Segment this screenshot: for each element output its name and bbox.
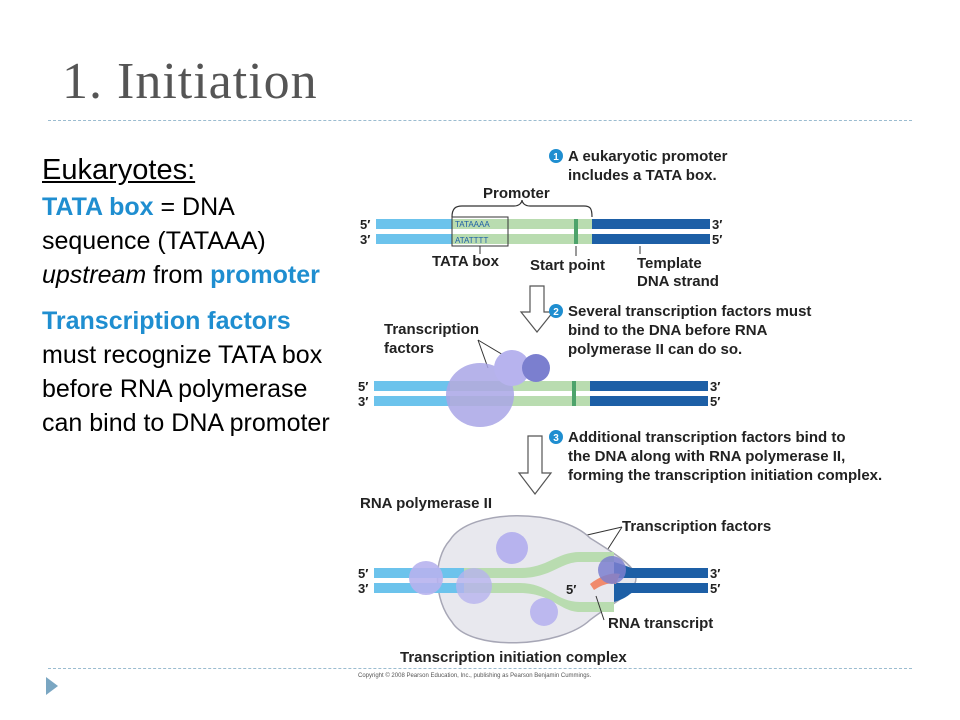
dna1-3prime-bottom: 3′ (360, 232, 370, 247)
dna3-3prime-bottom: 3′ (358, 581, 368, 596)
dna1-5prime-bottom: 5′ (712, 232, 722, 247)
step-arrow-2 (517, 435, 553, 495)
term-promoter: promoter (210, 261, 320, 289)
heading-eukaryotes: Eukaryotes: (42, 154, 196, 186)
promoter-label: Promoter (483, 185, 550, 202)
term-transcription-factors: Transcription factors (42, 307, 291, 335)
dna2-bottom-right (590, 396, 708, 406)
tf-pointer-a (477, 339, 489, 369)
dna1-top-promoter (452, 219, 592, 229)
dna1-3prime-top: 3′ (712, 217, 722, 232)
tf-big-blob (446, 363, 514, 427)
title-divider (48, 120, 912, 121)
dna3-bottom-right (614, 583, 708, 593)
dna2-3prime-bottom: 3′ (358, 394, 368, 409)
paragraph-tata-box: TATA box = DNA sequence (TATAAA) upstrea… (42, 190, 342, 292)
promoter-bracket (451, 199, 593, 218)
dna1-5prime-top: 5′ (360, 217, 370, 232)
text-from: from (146, 261, 211, 289)
tf-label-1: Transcription (384, 321, 479, 338)
template-label-1: Template (637, 255, 702, 272)
dna2-5prime-top: 5′ (358, 379, 368, 394)
copyright-notice: Copyright © 2008 Pearson Education, Inc.… (358, 672, 592, 679)
step-arrow-1 (519, 285, 555, 333)
dna3-5prime-top: 5′ (358, 566, 368, 581)
dna2-top-right (590, 381, 708, 391)
text-must-recognize: must recognize TATA box before RNA polym… (42, 341, 330, 437)
text-dna-sequence: = DNA sequence (TATAAA) (42, 193, 266, 255)
complex-blob-top (496, 532, 528, 564)
step3-number-badge (549, 430, 563, 444)
step3-line3: forming the transcription initiation com… (568, 467, 882, 484)
rna-transcript-label: RNA transcript (608, 615, 713, 632)
tf-complex-label: Transcription factors (622, 518, 771, 535)
dna1-bottom-promoter (452, 234, 592, 244)
tata-top-sequence: TATAAAA (455, 220, 490, 229)
dna3-5prime-bottom: 5′ (710, 581, 720, 596)
complex-blob-center (456, 568, 492, 604)
tf-small-blob (494, 350, 530, 386)
dna3-bottom-unwound (464, 583, 614, 612)
paragraph-transcription-factors: Transcription factors must recognize TAT… (42, 304, 342, 440)
step2-line2: bind to the DNA before RNA (568, 322, 768, 339)
dna2-bottom-left (374, 396, 450, 406)
dna1-top-right (592, 219, 710, 229)
rna-5prime-label: 5′ (566, 582, 576, 597)
term-tata-box: TATA box (42, 193, 154, 221)
slide-bullet-marker (46, 677, 58, 695)
step2-line3: polymerase II can do so. (568, 341, 742, 358)
step3-line1: Additional transcription factors bind to (568, 429, 846, 446)
dna2-top-promoter (450, 381, 590, 391)
start-point-mark (574, 219, 578, 244)
step3-line2: the DNA along with RNA polymerase II, (568, 448, 845, 465)
text-upstream: upstream (42, 261, 147, 289)
step1-number: 1 (553, 152, 559, 163)
complex-blob-right (598, 556, 626, 584)
bullet-text: Eukaryotes: TATA box = DNA sequence (TAT… (42, 152, 342, 440)
step3-number: 3 (553, 433, 559, 444)
step1-line1: A eukaryotic promoter (568, 148, 728, 165)
dna2-bottom-promoter (450, 396, 590, 406)
tata-box-label: TATA box (432, 253, 500, 270)
dna2-5prime-bottom: 5′ (710, 394, 720, 409)
tf-label-2: factors (384, 340, 434, 357)
tf-complex-pointer-b (605, 526, 623, 553)
dna2-3prime-top: 3′ (710, 379, 720, 394)
dna1-bottom-right (592, 234, 710, 244)
dna2-start-mark (572, 381, 576, 406)
dna3-top-right (614, 568, 708, 578)
step2-number: 2 (553, 307, 559, 318)
rna-transcript-pointer (595, 595, 605, 621)
template-label-2: DNA strand (637, 273, 719, 290)
complex-blob-left (409, 561, 443, 595)
complex-blob-bottom (530, 598, 558, 626)
dna1-top-left (376, 219, 452, 229)
tf-dark-blob (522, 354, 550, 382)
dna3-top-unwound (464, 552, 614, 578)
footer-divider (48, 668, 912, 669)
step2-number-badge (549, 304, 563, 318)
dna1-bottom-left (376, 234, 452, 244)
slide-title: 1. Initiation (62, 53, 318, 110)
step1-number-badge (549, 149, 563, 163)
tata-bottom-sequence: ATATTTT (455, 236, 488, 245)
dna2-top-left (374, 381, 450, 391)
rna-polymerase-label: RNA polymerase II (360, 495, 492, 512)
start-point-label: Start point (530, 257, 605, 274)
dna3-3prime-top: 3′ (710, 566, 720, 581)
complex-caption: Transcription initiation complex (400, 649, 627, 666)
step1-line2: includes a TATA box. (568, 167, 717, 184)
step2-line1: Several transcription factors must (568, 303, 811, 320)
